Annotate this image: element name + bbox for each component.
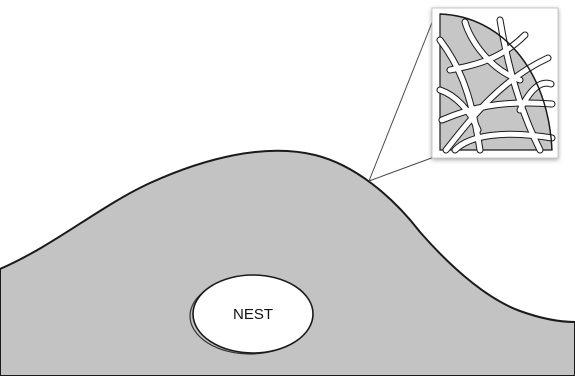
nest-label: NEST — [233, 306, 273, 323]
inset-tunnel-network — [436, 16, 556, 154]
zoom-callout-line-upper — [368, 9, 438, 182]
zoom-callout-line-lower — [368, 155, 438, 182]
structure-inset — [431, 7, 559, 159]
mound-shape — [0, 149, 575, 376]
nest-chamber — [192, 274, 314, 354]
inset-rim — [439, 13, 553, 151]
